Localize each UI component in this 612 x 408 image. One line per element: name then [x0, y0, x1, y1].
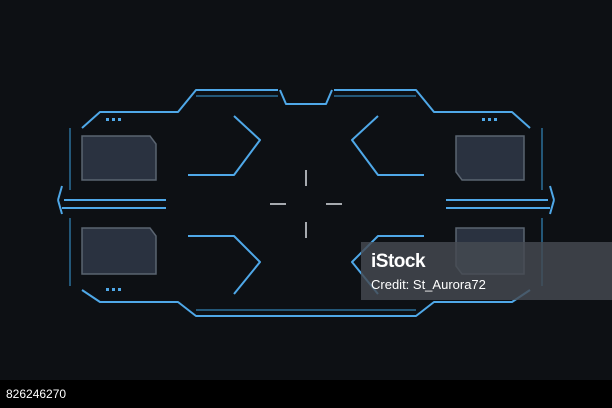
indicator-dot — [482, 118, 485, 121]
indicator-dot — [488, 118, 491, 121]
image-id-label: 826246270 — [6, 387, 67, 401]
crosshair-icon — [270, 170, 342, 238]
bracket-upper-right — [351, 115, 424, 176]
panel-top-right — [455, 135, 525, 181]
panel-bottom-left — [81, 227, 157, 275]
indicator-dot — [118, 118, 121, 121]
frame-right-side — [446, 185, 555, 215]
indicator-dot — [106, 288, 109, 291]
panel-top-left — [81, 135, 157, 181]
indicator-dot — [106, 118, 109, 121]
footer-bar: 826246270 — [0, 380, 612, 408]
indicator-dot — [112, 118, 115, 121]
frame-top-left — [81, 89, 278, 129]
istock-logo: iStock — [371, 251, 426, 272]
frame-top-notch — [279, 89, 333, 105]
frame-bottom — [81, 289, 531, 317]
frame-top-right — [334, 89, 531, 129]
indicator-dot — [494, 118, 497, 121]
frame-left-side — [57, 185, 166, 215]
indicator-dot — [118, 288, 121, 291]
hud-frame — [57, 89, 555, 317]
indicator-dot — [112, 288, 115, 291]
bracket-lower-left — [188, 235, 261, 295]
watermark-overlay: iStock Credit: St_Aurora72 — [361, 242, 612, 300]
watermark-credit: Credit: St_Aurora72 — [371, 277, 486, 292]
bracket-upper-left — [188, 115, 261, 176]
